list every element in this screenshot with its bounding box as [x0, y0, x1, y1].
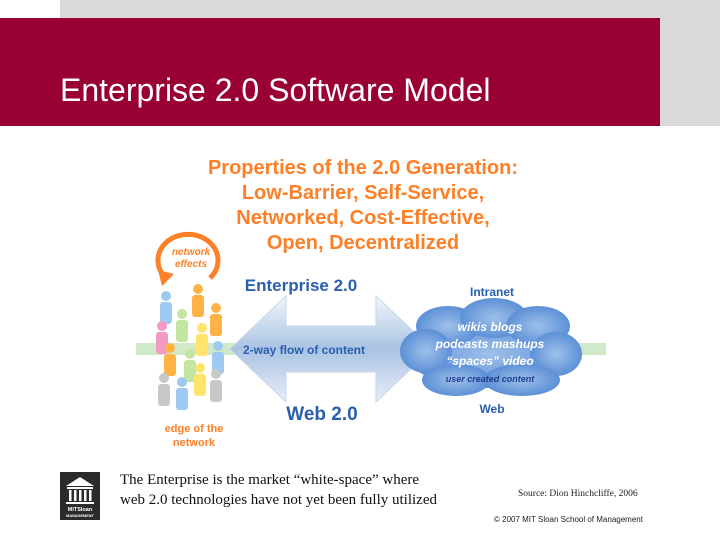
properties-line-1: Properties of the 2.0 Generation:: [208, 157, 518, 179]
svg-text:MITSloan: MITSloan: [68, 507, 93, 513]
svg-text:MANAGEMENT: MANAGEMENT: [66, 514, 94, 518]
banner-right-gray: [660, 18, 720, 126]
caption-line-2: web 2.0 technologies have not yet been f…: [120, 490, 500, 510]
enterprise-label: Enterprise 2.0: [245, 276, 357, 295]
top-gray-band: [0, 0, 720, 18]
slide-caption: The Enterprise is the market “white-spac…: [120, 470, 500, 510]
source-citation: Source: Dion Hinchcliffe, 2006: [518, 489, 638, 499]
properties-line-4: Open, Decentralized: [267, 232, 459, 254]
edge-label-1: edge of the: [165, 423, 224, 435]
enterprise-model-figure: Properties of the 2.0 Generation: Low-Ba…: [136, 146, 606, 456]
web-label: Web: [479, 402, 504, 416]
web20-label: Web 2.0: [286, 404, 357, 425]
network-effects-label-2: effects: [175, 259, 207, 270]
network-effects-label-1: network: [172, 247, 211, 258]
slide-title: Enterprise 2.0 Software Model: [60, 72, 490, 108]
cloud-line-3: “spaces” video: [446, 354, 533, 368]
properties-line-2: Low-Barrier, Self-Service,: [242, 182, 484, 204]
building-icon: MITSloan MANAGEMENT: [60, 472, 100, 520]
caption-line-1: The Enterprise is the market “white-spac…: [120, 470, 500, 490]
edge-label-2: network: [173, 437, 216, 449]
mit-sloan-logo: MITSloan MANAGEMENT: [60, 472, 100, 520]
properties-line-3: Networked, Cost-Effective,: [236, 207, 489, 229]
cloud-subtitle: user created content: [446, 374, 536, 384]
intranet-label: Intranet: [470, 285, 514, 299]
cloud-line-2: podcasts mashups: [435, 337, 545, 351]
flow-label: 2-way flow of content: [243, 343, 365, 357]
cloud-line-1: wikis blogs: [458, 320, 523, 334]
copyright-notice: © 2007 MIT Sloan School of Management: [494, 515, 643, 524]
